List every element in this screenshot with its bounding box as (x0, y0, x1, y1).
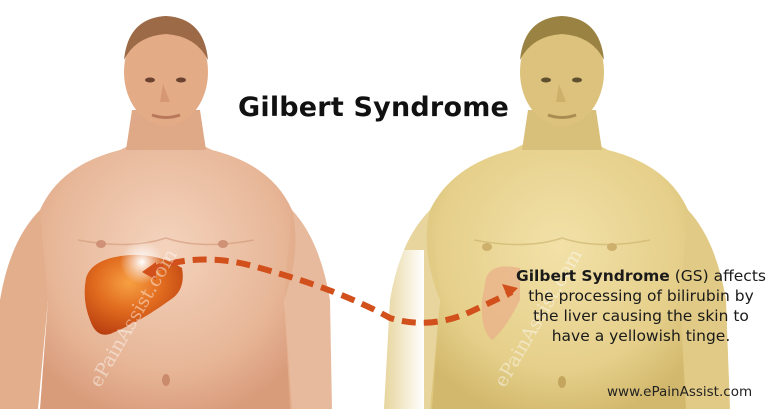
jaundiced-figure (384, 16, 730, 409)
description-text: Gilbert Syndrome (GS) affects the proces… (512, 266, 768, 346)
website-url: www.ePainAssist.com (607, 384, 753, 400)
description-line3: the liver causing the skin to (533, 307, 749, 325)
description-line2: the processing of bilirubin by (528, 287, 754, 305)
description-line1: (GS) affects (669, 267, 766, 285)
description-bold: Gilbert Syndrome (516, 267, 670, 285)
connecting-arrow (142, 256, 518, 326)
page-title: Gilbert Syndrome (238, 92, 510, 123)
normal-figure (0, 16, 332, 409)
description-line4: have a yellowish tinge. (551, 327, 731, 345)
